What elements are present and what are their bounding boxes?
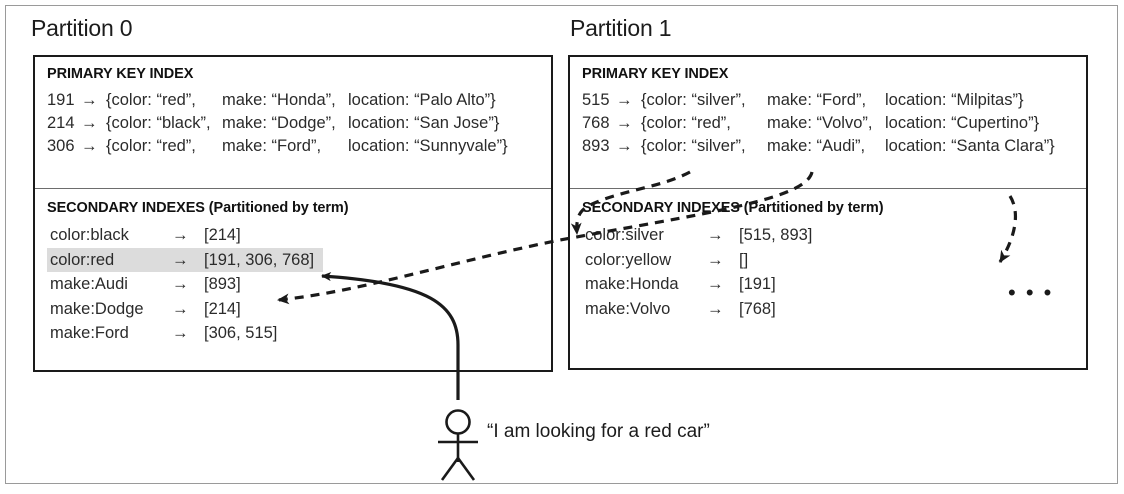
partition-0-secondary-index: SECONDARY INDEXES (Partitioned by term) … xyxy=(47,200,541,346)
pk-key: 214 xyxy=(47,114,75,132)
sec-term: color:silver xyxy=(585,226,664,244)
arrow-glyph-icon: → xyxy=(172,299,189,318)
primary-key-row: 191 → {color: “red”, make: “Honda”, loca… xyxy=(47,89,541,112)
arrow-glyph-icon: → xyxy=(81,114,98,132)
pk-key: 191 xyxy=(47,91,75,109)
sec-ids: [214] xyxy=(204,299,241,318)
pk-make-field: make: “Ford”, xyxy=(222,137,322,155)
secondary-index-row: color:yellow → [] xyxy=(582,248,1076,273)
sec-term: make:Dodge xyxy=(50,299,144,318)
secondary-index-row: color:black → [214] xyxy=(47,223,323,248)
sec-ids: [191, 306, 768] xyxy=(204,250,315,269)
pk-location-field: location: “Cupertino”} xyxy=(885,114,1040,132)
pk-color-field: {color: “red”, xyxy=(106,91,196,109)
pk-location-field: location: “Palo Alto”} xyxy=(348,91,496,109)
pk-location-field: location: “Santa Clara”} xyxy=(885,137,1055,155)
arrow-glyph-icon: → xyxy=(616,91,633,109)
sec-ids: [893] xyxy=(204,275,241,293)
arrow-glyph-icon: → xyxy=(81,137,98,155)
arrow-glyph-icon: → xyxy=(707,226,724,244)
sec-ids: [515, 893] xyxy=(739,226,813,244)
primary-key-index-heading: PRIMARY KEY INDEX xyxy=(47,66,194,82)
arrow-glyph-icon: → xyxy=(707,275,724,293)
partition-1-primary-index: PRIMARY KEY INDEX 515 → {color: “silver”… xyxy=(582,66,1076,158)
primary-key-row: 306 → {color: “red”, make: “Ford”, locat… xyxy=(47,135,541,158)
sec-term: color:black xyxy=(50,226,129,244)
sec-ids: [] xyxy=(739,250,749,269)
pk-key: 306 xyxy=(47,137,75,155)
pk-color-field: {color: “black”, xyxy=(106,114,211,132)
pk-make-field: make: “Volvo”, xyxy=(767,114,873,132)
sec-term: make:Audi xyxy=(50,275,128,293)
secondary-index-row: make:Dodge → [214] xyxy=(47,297,323,322)
partition-0-box: PRIMARY KEY INDEX 191 → {color: “red”, m… xyxy=(33,55,553,372)
pk-color-field: {color: “red”, xyxy=(106,137,196,155)
pk-location-field: location: “San Jose”} xyxy=(348,114,500,132)
primary-key-row: 768 → {color: “red”, make: “Volvo”, loca… xyxy=(582,112,1076,135)
partition-1-divider xyxy=(570,188,1086,189)
primary-key-row: 214 → {color: “black”, make: “Dodge”, lo… xyxy=(47,112,541,135)
arrow-glyph-icon: → xyxy=(172,324,189,342)
pk-color-field: {color: “silver”, xyxy=(641,91,746,109)
partition-1-title: Partition 1 xyxy=(570,15,672,41)
primary-key-row: 893 → {color: “silver”, make: “Audi”, lo… xyxy=(582,135,1076,158)
arrow-glyph-icon: → xyxy=(172,226,189,244)
secondary-indexes-heading: SECONDARY INDEXES (Partitioned by term) xyxy=(47,200,349,216)
arrow-glyph-icon: → xyxy=(172,275,189,293)
sec-ids: [191] xyxy=(739,275,776,293)
sec-ids: [214] xyxy=(204,226,241,244)
sec-term: make:Ford xyxy=(50,324,129,342)
pk-key: 768 xyxy=(582,114,610,132)
pk-color-field: {color: “red”, xyxy=(641,114,731,132)
pk-make-field: make: “Honda”, xyxy=(222,91,336,109)
pk-color-field: {color: “silver”, xyxy=(641,137,746,155)
sec-ids: [306, 515] xyxy=(204,324,278,342)
pk-key: 893 xyxy=(582,137,610,155)
more-entries-ellipsis: • • • xyxy=(1008,280,1054,305)
arrow-glyph-icon: → xyxy=(707,250,724,269)
pk-location-field: location: “Milpitas”} xyxy=(885,91,1024,109)
sec-term: color:yellow xyxy=(585,250,672,269)
secondary-index-row: make:Honda → [191] xyxy=(582,272,1076,297)
pk-make-field: make: “Ford”, xyxy=(767,91,867,109)
secondary-index-row-highlighted: color:red → [191, 306, 768] xyxy=(47,247,323,272)
arrow-glyph-icon: → xyxy=(81,91,98,109)
sec-term: make:Volvo xyxy=(585,299,671,318)
primary-key-row: 515 → {color: “silver”, make: “Ford”, lo… xyxy=(582,89,1076,112)
partition-0-divider xyxy=(35,188,551,189)
sec-term: make:Honda xyxy=(585,275,679,293)
sec-ids: [768] xyxy=(739,299,776,318)
pk-location-field: location: “Sunnyvale”} xyxy=(348,137,508,155)
arrow-glyph-icon: → xyxy=(616,137,633,155)
partition-0-title: Partition 0 xyxy=(31,15,133,41)
secondary-index-row: make:Ford → [306, 515] xyxy=(47,321,323,346)
secondary-indexes-heading: SECONDARY INDEXES (Partitioned by term) xyxy=(582,200,884,216)
pk-key: 515 xyxy=(582,91,610,109)
secondary-index-row: make:Audi → [893] xyxy=(47,272,323,297)
secondary-index-row: make:Volvo → [768] xyxy=(582,297,1076,322)
primary-key-index-heading: PRIMARY KEY INDEX xyxy=(582,66,729,82)
user-query-caption: “I am looking for a red car” xyxy=(487,421,710,442)
secondary-index-row: color:silver → [515, 893] xyxy=(582,223,1076,248)
arrow-glyph-icon: → xyxy=(707,299,724,318)
partition-1-secondary-index: SECONDARY INDEXES (Partitioned by term) … xyxy=(582,200,1076,321)
pk-make-field: make: “Dodge”, xyxy=(222,114,336,132)
sec-term: color:red xyxy=(50,250,115,269)
arrow-glyph-icon: → xyxy=(172,250,189,269)
arrow-glyph-icon: → xyxy=(616,114,633,132)
partition-0-primary-index: PRIMARY KEY INDEX 191 → {color: “red”, m… xyxy=(47,66,541,158)
pk-make-field: make: “Audi”, xyxy=(767,137,866,155)
partition-1-box: PRIMARY KEY INDEX 515 → {color: “silver”… xyxy=(568,55,1088,370)
